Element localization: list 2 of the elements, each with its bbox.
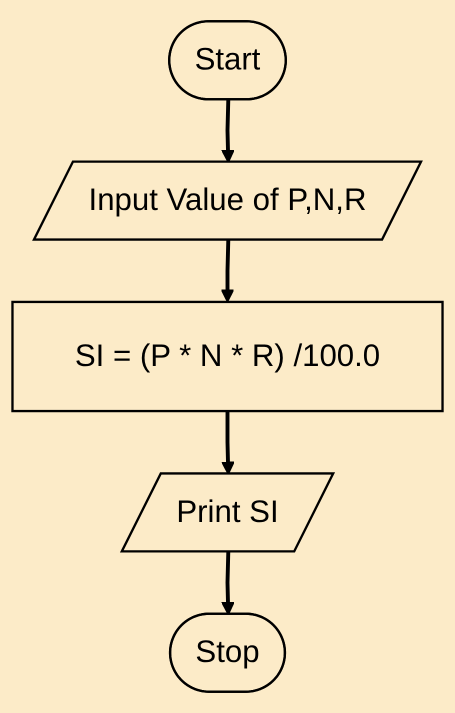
- arrow: [220, 240, 234, 303]
- node-box: SI = (P * N * R) /100.0: [11, 300, 444, 412]
